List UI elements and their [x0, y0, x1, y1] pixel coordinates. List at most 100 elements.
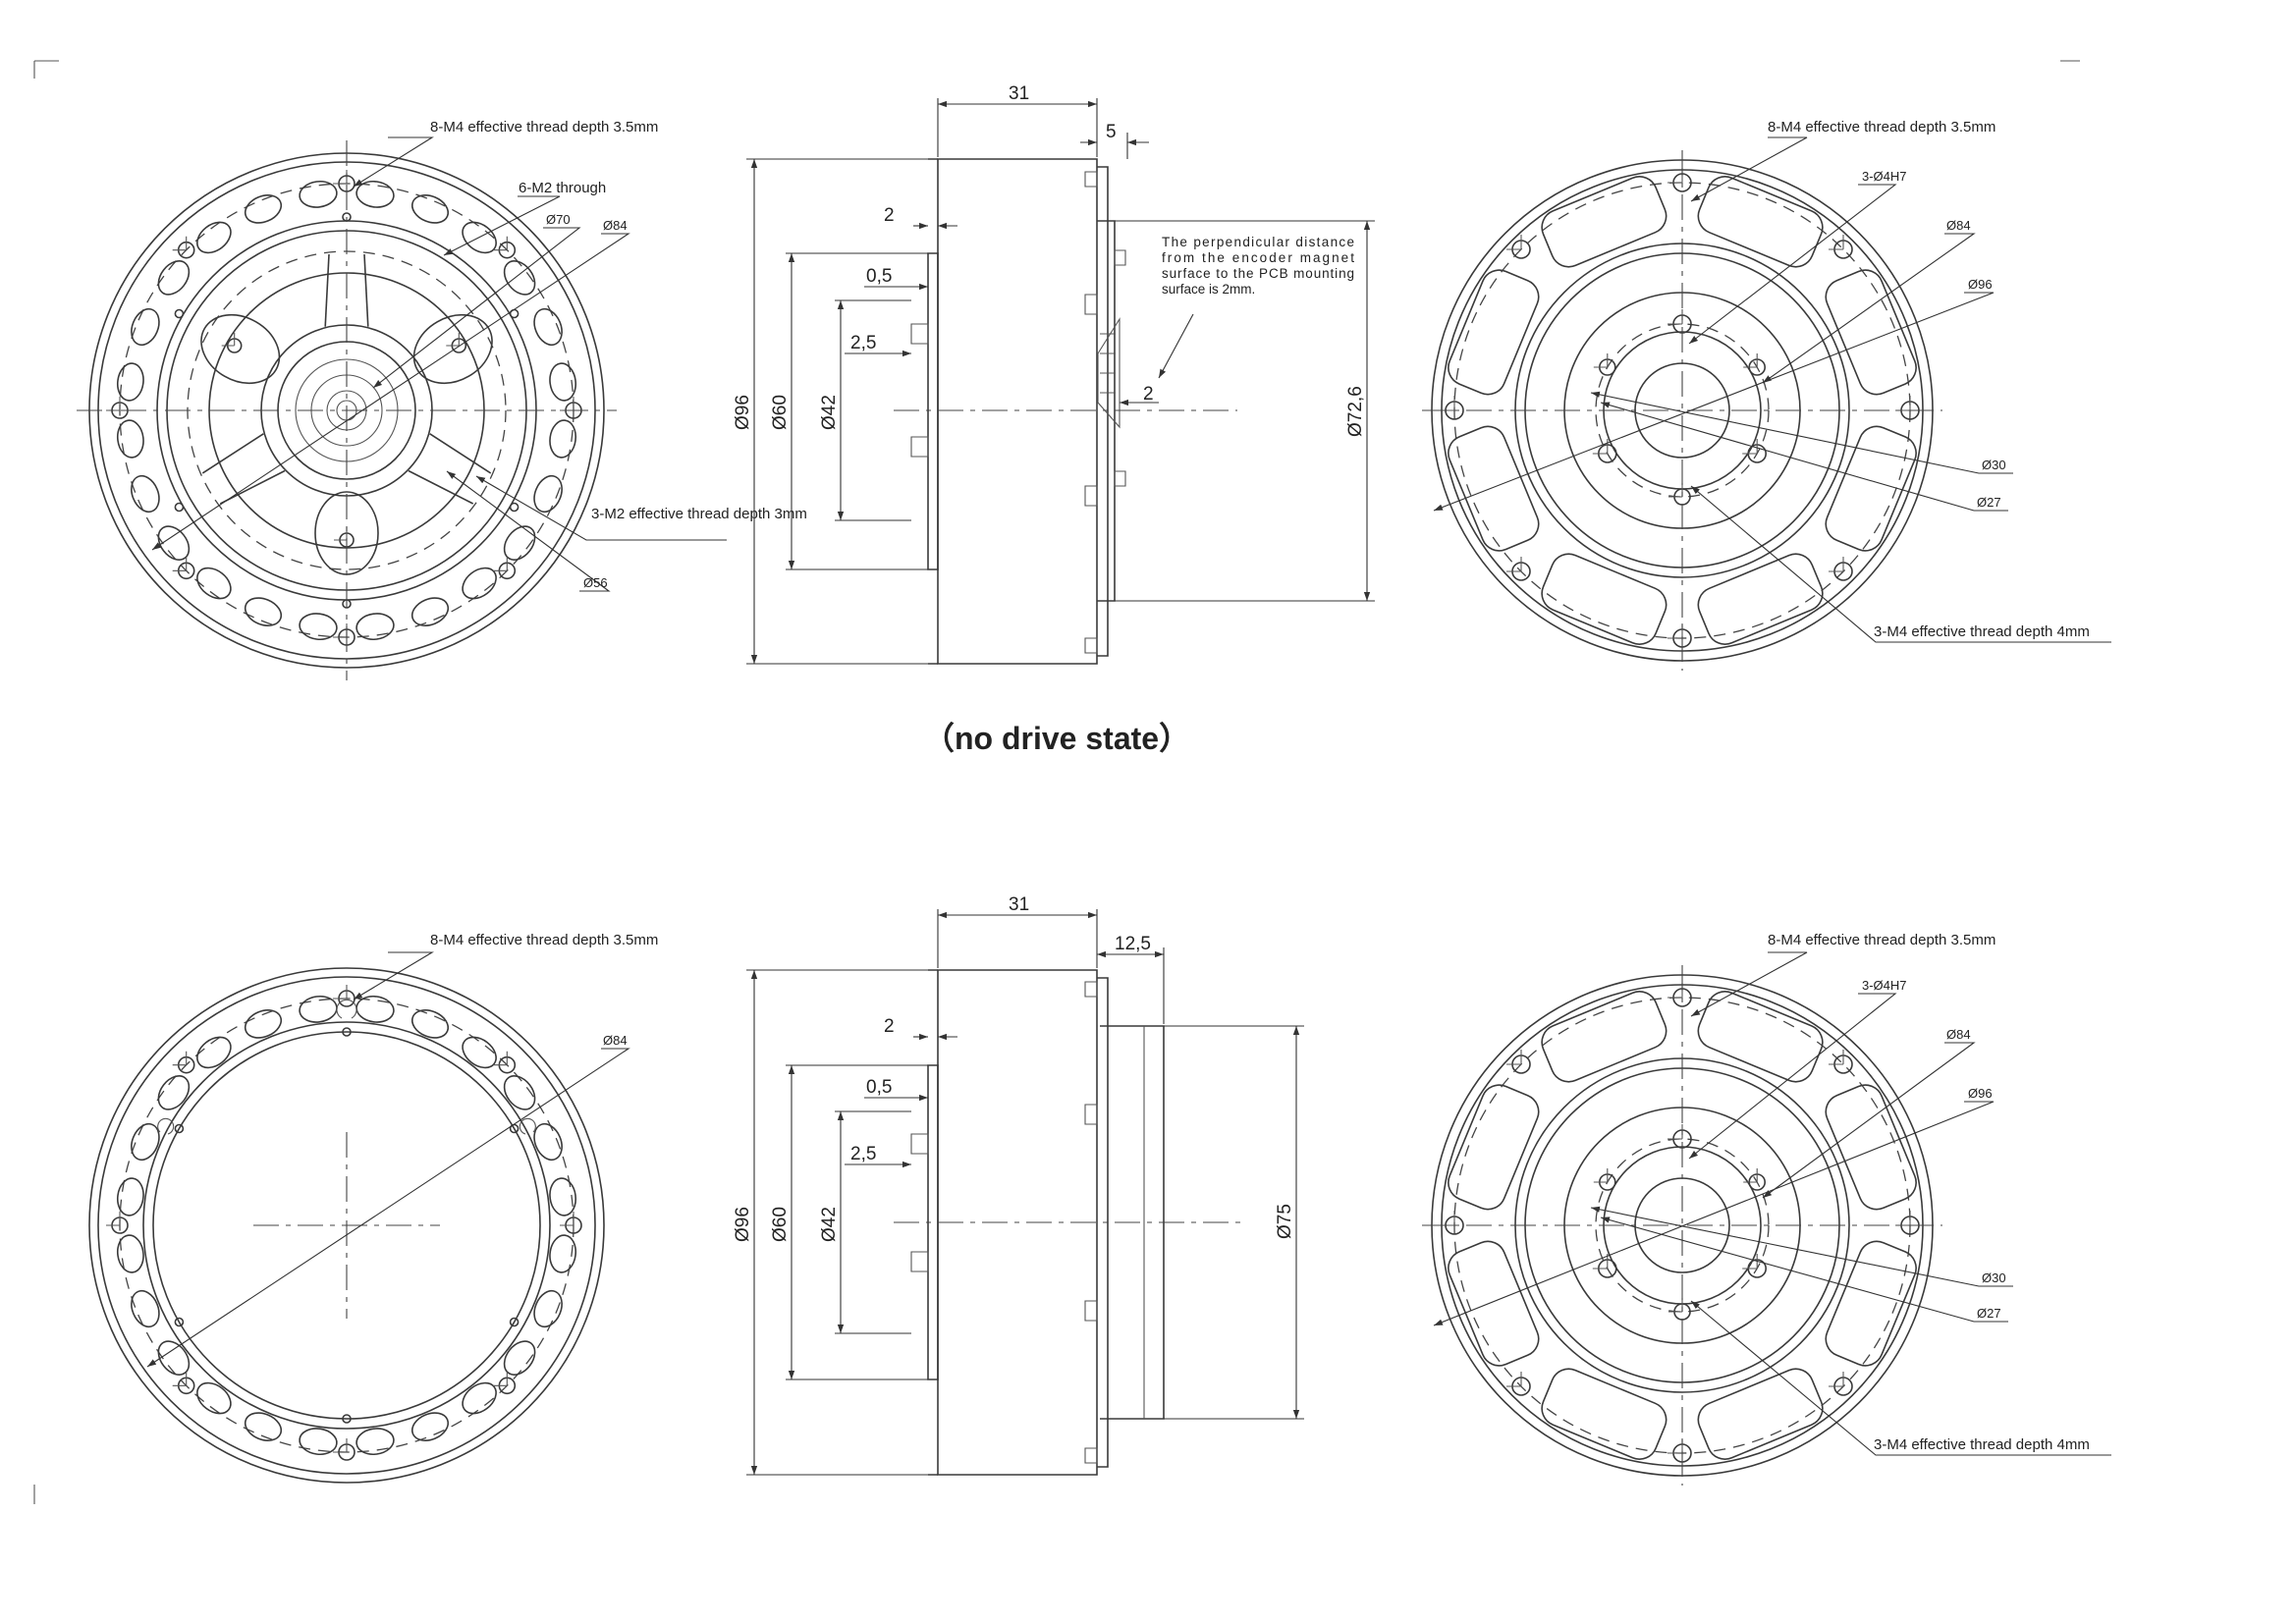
m4-hole	[106, 1212, 129, 1234]
ring-pocket	[355, 1428, 395, 1456]
ring-pocket	[196, 567, 232, 600]
dowel-hole	[1742, 439, 1767, 463]
m2-hole	[174, 502, 185, 513]
ring-pocket	[462, 221, 497, 254]
bottom-dim-2: 2	[884, 1016, 895, 1037]
callout-dia84: Ø84	[603, 218, 628, 233]
m4-hole	[560, 1212, 582, 1234]
ring-pocket	[410, 1009, 450, 1039]
ring-pocket	[131, 474, 160, 514]
ring-pocket	[410, 597, 450, 626]
bottom-rear-callout-dia84: Ø84	[1946, 1027, 1971, 1042]
rear-pocket	[1448, 269, 1540, 396]
m4-hole	[1667, 1438, 1692, 1463]
ring-pocket	[131, 307, 160, 347]
ring-pocket	[157, 1340, 191, 1376]
m4-hole	[493, 557, 517, 580]
m4-hole	[1829, 1050, 1853, 1074]
ring-pocket	[299, 1428, 338, 1456]
m2-thread-hole	[446, 333, 467, 353]
bottom-rear-callout-8m4: 8-M4 effective thread depth 3.5mm	[1768, 932, 1995, 948]
m4-hole	[333, 1438, 355, 1461]
bottom-dim-dia42: Ø42	[819, 1207, 840, 1242]
top-rear-callouts: 8-M4 effective thread depth 3.5mm 3-Ø4H7…	[1433, 119, 2111, 643]
m4-hole	[1506, 1372, 1531, 1396]
callout-3m2: 3-M2 effective thread depth 3mm	[591, 506, 807, 522]
dim-dia72-6: Ø72,6	[1345, 386, 1366, 437]
m4-hole	[1895, 1211, 1920, 1235]
ring-pocket	[244, 194, 283, 224]
m2-thread-hole	[334, 527, 355, 548]
m4-inner-hole	[1743, 1168, 1766, 1191]
rear-callout-8m4: 8-M4 effective thread depth 3.5mm	[1768, 119, 1995, 135]
bottom-front-callouts: 8-M4 effective thread depth 3.5mm Ø84	[146, 932, 658, 1368]
dim-dia42: Ø42	[819, 395, 840, 430]
rear-pocket	[1541, 176, 1667, 268]
ring-pocket	[116, 419, 144, 459]
rear-callout-dia84: Ø84	[1946, 218, 1971, 233]
ring-pocket	[549, 419, 577, 459]
m4-hole	[1829, 1372, 1853, 1396]
bottom-rear-view	[1422, 965, 1942, 1486]
ring-pocket	[549, 362, 577, 402]
ring-pocket	[533, 1289, 563, 1328]
dowel-hole	[1667, 1124, 1692, 1149]
sheet-corner-marks	[33, 60, 2080, 1504]
ring-pocket	[410, 1412, 450, 1441]
ring-pocket	[503, 260, 536, 296]
ring-pocket	[244, 1412, 283, 1441]
ring-pocket	[131, 1122, 160, 1162]
top-side-view: 31 5 2 0,5 2,5 Ø96 Ø60 Ø42 2 Ø72,6 The p…	[733, 83, 1375, 665]
ring-pocket	[462, 1381, 497, 1415]
dim-dia60: Ø60	[770, 395, 791, 430]
m2-hole	[342, 1414, 352, 1424]
bottom-dim-dia60: Ø60	[770, 1207, 791, 1242]
ring-pocket	[116, 1234, 144, 1273]
rear-pocket	[1448, 1240, 1540, 1367]
encoder-note-line-2: from the encoder magnet	[1162, 250, 1354, 265]
m4-hole	[172, 236, 195, 259]
rear-pocket	[1825, 425, 1917, 552]
dim-0-5: 0,5	[866, 266, 892, 287]
encoder-note-line-1: The perpendicular distance	[1162, 235, 1354, 249]
bottom-rear-callout-dia27: Ø27	[1977, 1306, 2001, 1321]
ring-pocket	[355, 180, 395, 208]
dim-2-side: 2	[884, 205, 895, 226]
m2-hole	[174, 308, 185, 319]
m4-hole	[1667, 623, 1692, 648]
m4-hole	[1895, 396, 1920, 420]
ring-pocket	[244, 597, 283, 626]
rear-pocket	[1697, 553, 1824, 645]
m4-hole	[493, 236, 517, 259]
rear-callout-dia27: Ø27	[1977, 495, 2001, 510]
ring-pocket	[157, 260, 191, 296]
ring-pocket	[533, 474, 563, 514]
m2-hole	[342, 1027, 352, 1037]
ring-pocket	[462, 1036, 497, 1069]
ring-pocket	[533, 1122, 563, 1162]
rear-pocket	[1697, 1368, 1824, 1460]
m4-inner-hole	[1668, 1298, 1691, 1321]
rear-callout-3d4h7: 3-Ø4H7	[1862, 169, 1907, 184]
m4-hole	[172, 557, 195, 580]
m4-hole	[172, 1372, 195, 1395]
bottom-rear-callout-dia30: Ø30	[1982, 1271, 2006, 1285]
rear-pocket	[1541, 553, 1667, 645]
m4-hole	[1829, 235, 1853, 259]
callout-8m4: 8-M4 effective thread depth 3.5mm	[430, 119, 658, 135]
ring-pocket	[533, 307, 563, 347]
callout-6m2: 6-M2 through	[519, 180, 606, 196]
rear-pocket	[1448, 425, 1540, 552]
top-front-view	[77, 140, 617, 680]
top-rear-view	[1422, 150, 1942, 671]
dim-2-5: 2,5	[850, 333, 876, 353]
ring-pocket	[116, 362, 144, 402]
m2-hole	[509, 502, 519, 513]
encoder-note-line-4: surface is 2mm.	[1162, 282, 1255, 297]
ring-pocket	[549, 1234, 577, 1273]
ring-pocket	[462, 567, 497, 600]
rear-pocket	[1541, 1368, 1667, 1460]
m4-inner-hole	[1593, 353, 1616, 376]
dim-dia96: Ø96	[733, 395, 753, 430]
